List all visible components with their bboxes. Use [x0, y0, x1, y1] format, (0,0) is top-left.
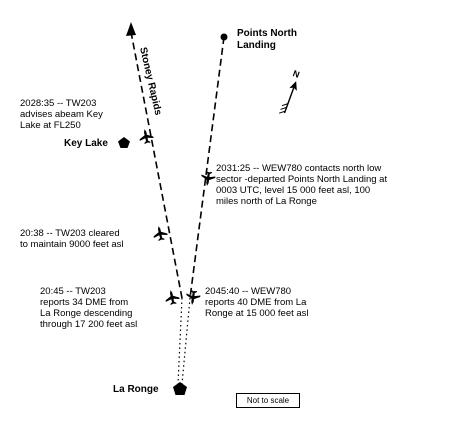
event-tw203-2028: 2028:35 -- TW203 advises abeam Key Lake …: [20, 98, 103, 131]
tw203-approach: [177, 297, 183, 385]
la-ronge-pentagon-icon: [173, 382, 187, 395]
north-arrow-icon: [278, 81, 297, 114]
wew780-approach: [181, 297, 191, 385]
scale-note: Not to scale: [236, 393, 300, 408]
track-arrowhead-icon: [126, 22, 136, 36]
key-lake-label: Key Lake: [64, 138, 108, 149]
points-north-label: Points North Landing: [237, 28, 297, 51]
event-wew780-2031: 2031:25 -- WEW780 contacts north low sec…: [216, 163, 388, 207]
la-ronge-label: La Ronge: [113, 384, 159, 395]
event-tw203-2038: 20:38 -- TW203 cleared to maintain 9000 …: [20, 228, 124, 250]
tw203-aircraft-icon-3: [163, 288, 181, 306]
tw203-track: [130, 31, 183, 299]
wew780-aircraft-icon-1: [200, 170, 216, 187]
tw203-aircraft-icon-2: [151, 224, 169, 242]
points-north-marker-icon: [220, 33, 228, 41]
key-lake-pentagon-icon: [118, 137, 130, 148]
wew780-aircraft-icon-2: [185, 289, 201, 306]
event-tw203-2045: 20:45 -- TW203 reports 34 DME from La Ro…: [40, 286, 138, 330]
event-wew780-2045: 2045:40 -- WEW780 reports 40 DME from La…: [205, 286, 309, 319]
